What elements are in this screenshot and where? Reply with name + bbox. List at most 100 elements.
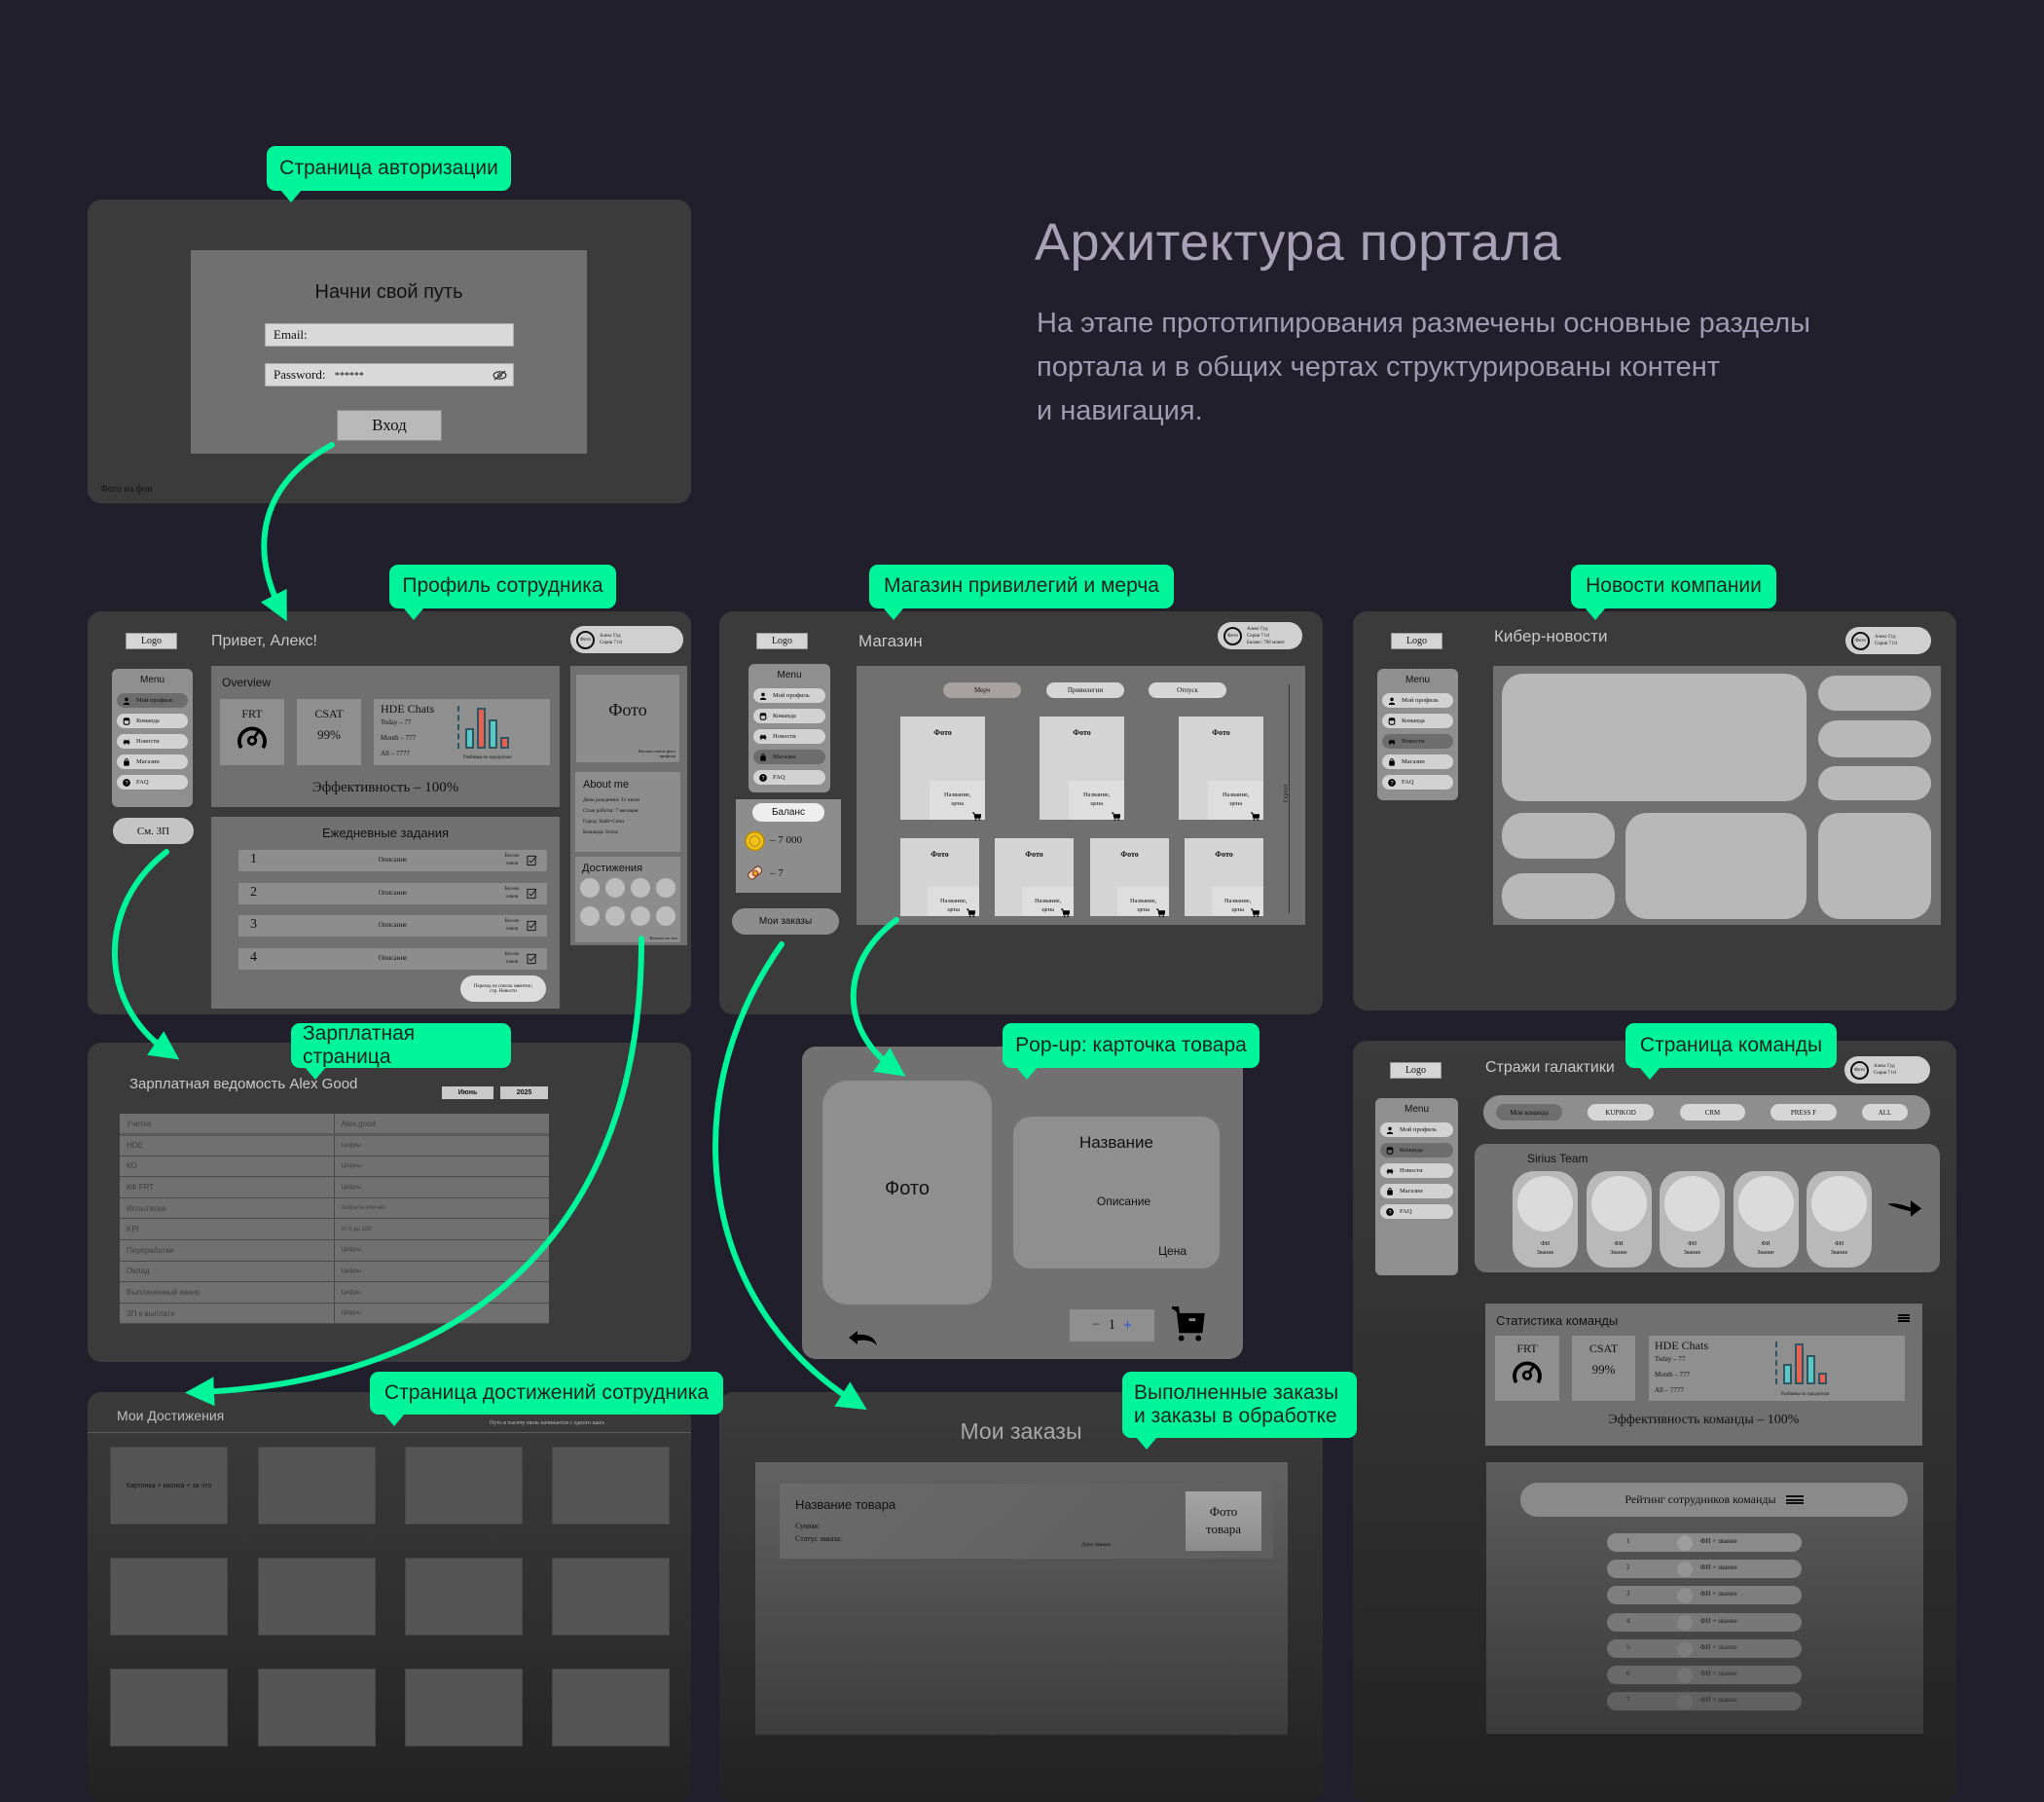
rating-header[interactable]: Рейтинг сотрудников команды	[1520, 1483, 1908, 1517]
cart-icon[interactable]	[1156, 904, 1166, 917]
achievement-badge[interactable]	[631, 906, 650, 926]
my-orders-button[interactable]: Мои заказы	[732, 908, 839, 935]
menu-item-0[interactable]: Мой профиль	[117, 693, 188, 708]
achievement-badge[interactable]	[656, 906, 675, 926]
news-tile[interactable]	[1625, 813, 1807, 919]
profile-photo[interactable]: Фото Кнопка смены фото профиля	[576, 675, 679, 762]
menu-lines-icon[interactable]	[1898, 1314, 1910, 1322]
achievement-tile[interactable]	[258, 1558, 376, 1636]
menu-item-0[interactable]: Мой профиль	[1380, 1122, 1453, 1137]
logo[interactable]: Logo	[1391, 633, 1442, 649]
qty-minus-button[interactable]: −	[1092, 1317, 1101, 1333]
achievement-badge[interactable]	[580, 878, 600, 898]
achievement-tile[interactable]: Картинка + иконка + за что	[110, 1447, 228, 1525]
news-tile[interactable]	[1818, 676, 1931, 711]
achievement-tile[interactable]	[405, 1558, 523, 1636]
shop-tab-2[interactable]: Отпуск	[1149, 682, 1226, 698]
news-tile[interactable]	[1502, 873, 1615, 919]
order-item[interactable]: Название товара Сумма: Статус заказа: Да…	[780, 1484, 1273, 1559]
checkbox-checked-icon[interactable]	[527, 952, 537, 964]
qty-plus-button[interactable]: +	[1123, 1317, 1132, 1334]
logo[interactable]: Logo	[1390, 1062, 1442, 1079]
cart-icon[interactable]	[1251, 808, 1260, 821]
quantity-stepper[interactable]: − 1 +	[1070, 1309, 1154, 1342]
login-button[interactable]: Вход	[337, 410, 442, 441]
achievement-tile[interactable]	[110, 1669, 228, 1747]
team-tab-2[interactable]: CRM	[1680, 1104, 1745, 1121]
menu-item-0[interactable]: Мой профиль	[1382, 693, 1453, 708]
cart-icon[interactable]	[1112, 808, 1121, 821]
shop-tab-0[interactable]: Мерч	[943, 682, 1021, 698]
menu-item-2[interactable]: Новости	[117, 734, 188, 749]
scrollbar[interactable]	[1289, 684, 1290, 913]
menu-item-3[interactable]: Магазин	[753, 750, 825, 764]
month-select[interactable]: Июнь	[442, 1086, 493, 1099]
achievement-tile[interactable]	[258, 1447, 376, 1525]
checkbox-checked-icon[interactable]	[527, 854, 537, 866]
cart-icon[interactable]	[972, 808, 982, 821]
team-tab-1[interactable]: KUPIKOD	[1588, 1104, 1654, 1121]
checkbox-checked-icon[interactable]	[527, 887, 537, 899]
menu-item-1[interactable]: Команда	[1382, 714, 1453, 728]
menu-item-1[interactable]: Команда	[753, 709, 825, 723]
cart-icon[interactable]	[1171, 1305, 1205, 1343]
menu-lines-icon[interactable]	[1785, 1495, 1804, 1504]
menu-item-4[interactable]: ?FAQ	[1380, 1204, 1453, 1219]
see-all-button[interactable]: Кнопка см. все	[649, 936, 677, 940]
back-arrow-icon[interactable]	[847, 1329, 878, 1346]
achievement-tile[interactable]	[552, 1669, 670, 1747]
cart-icon[interactable]	[967, 904, 976, 917]
menu-item-0[interactable]: Мой профиль	[753, 688, 825, 703]
team-tab-4[interactable]: ALL	[1862, 1104, 1908, 1121]
password-field[interactable]: Password: ******	[265, 363, 514, 386]
cart-icon[interactable]	[1251, 904, 1260, 917]
events-button[interactable]: Переход на список ивентов | стр. Новости	[460, 975, 546, 1002]
menu-item-4[interactable]: ?FAQ	[1382, 775, 1453, 790]
achievement-badge[interactable]	[605, 906, 625, 926]
achievement-badge[interactable]	[631, 878, 650, 898]
achievement-badge[interactable]	[656, 878, 675, 898]
achievement-tile[interactable]	[405, 1447, 523, 1525]
logo[interactable]: Logo	[756, 633, 808, 649]
next-arrow-icon[interactable]	[1886, 1196, 1922, 1219]
year-select[interactable]: 2025	[500, 1086, 548, 1099]
menu-item-3[interactable]: Магазин	[117, 754, 188, 769]
news-tile-featured[interactable]	[1502, 674, 1807, 801]
menu-item-2[interactable]: Новости	[753, 729, 825, 744]
news-tile[interactable]	[1818, 766, 1931, 800]
menu-item-4[interactable]: ?FAQ	[753, 770, 825, 785]
salary-button[interactable]: См. ЗП	[113, 818, 194, 844]
team-tab-3[interactable]: PRESS F	[1770, 1104, 1837, 1121]
news-tile[interactable]	[1818, 720, 1931, 757]
achievements-card[interactable]: Достижения Кнопка см. все	[575, 857, 680, 942]
achievement-badge[interactable]	[605, 878, 625, 898]
achievement-tile[interactable]	[552, 1558, 670, 1636]
menu-item-1[interactable]: Команда	[117, 714, 188, 728]
menu-item-3[interactable]: Магазин	[1380, 1184, 1453, 1198]
shop-tab-1[interactable]: Привилегии	[1046, 682, 1124, 698]
menu-item-2[interactable]: Новости	[1382, 734, 1453, 749]
achievement-tile[interactable]	[405, 1669, 523, 1747]
cart-icon[interactable]	[1061, 904, 1071, 917]
menu-item-2[interactable]: Новости	[1380, 1163, 1453, 1178]
